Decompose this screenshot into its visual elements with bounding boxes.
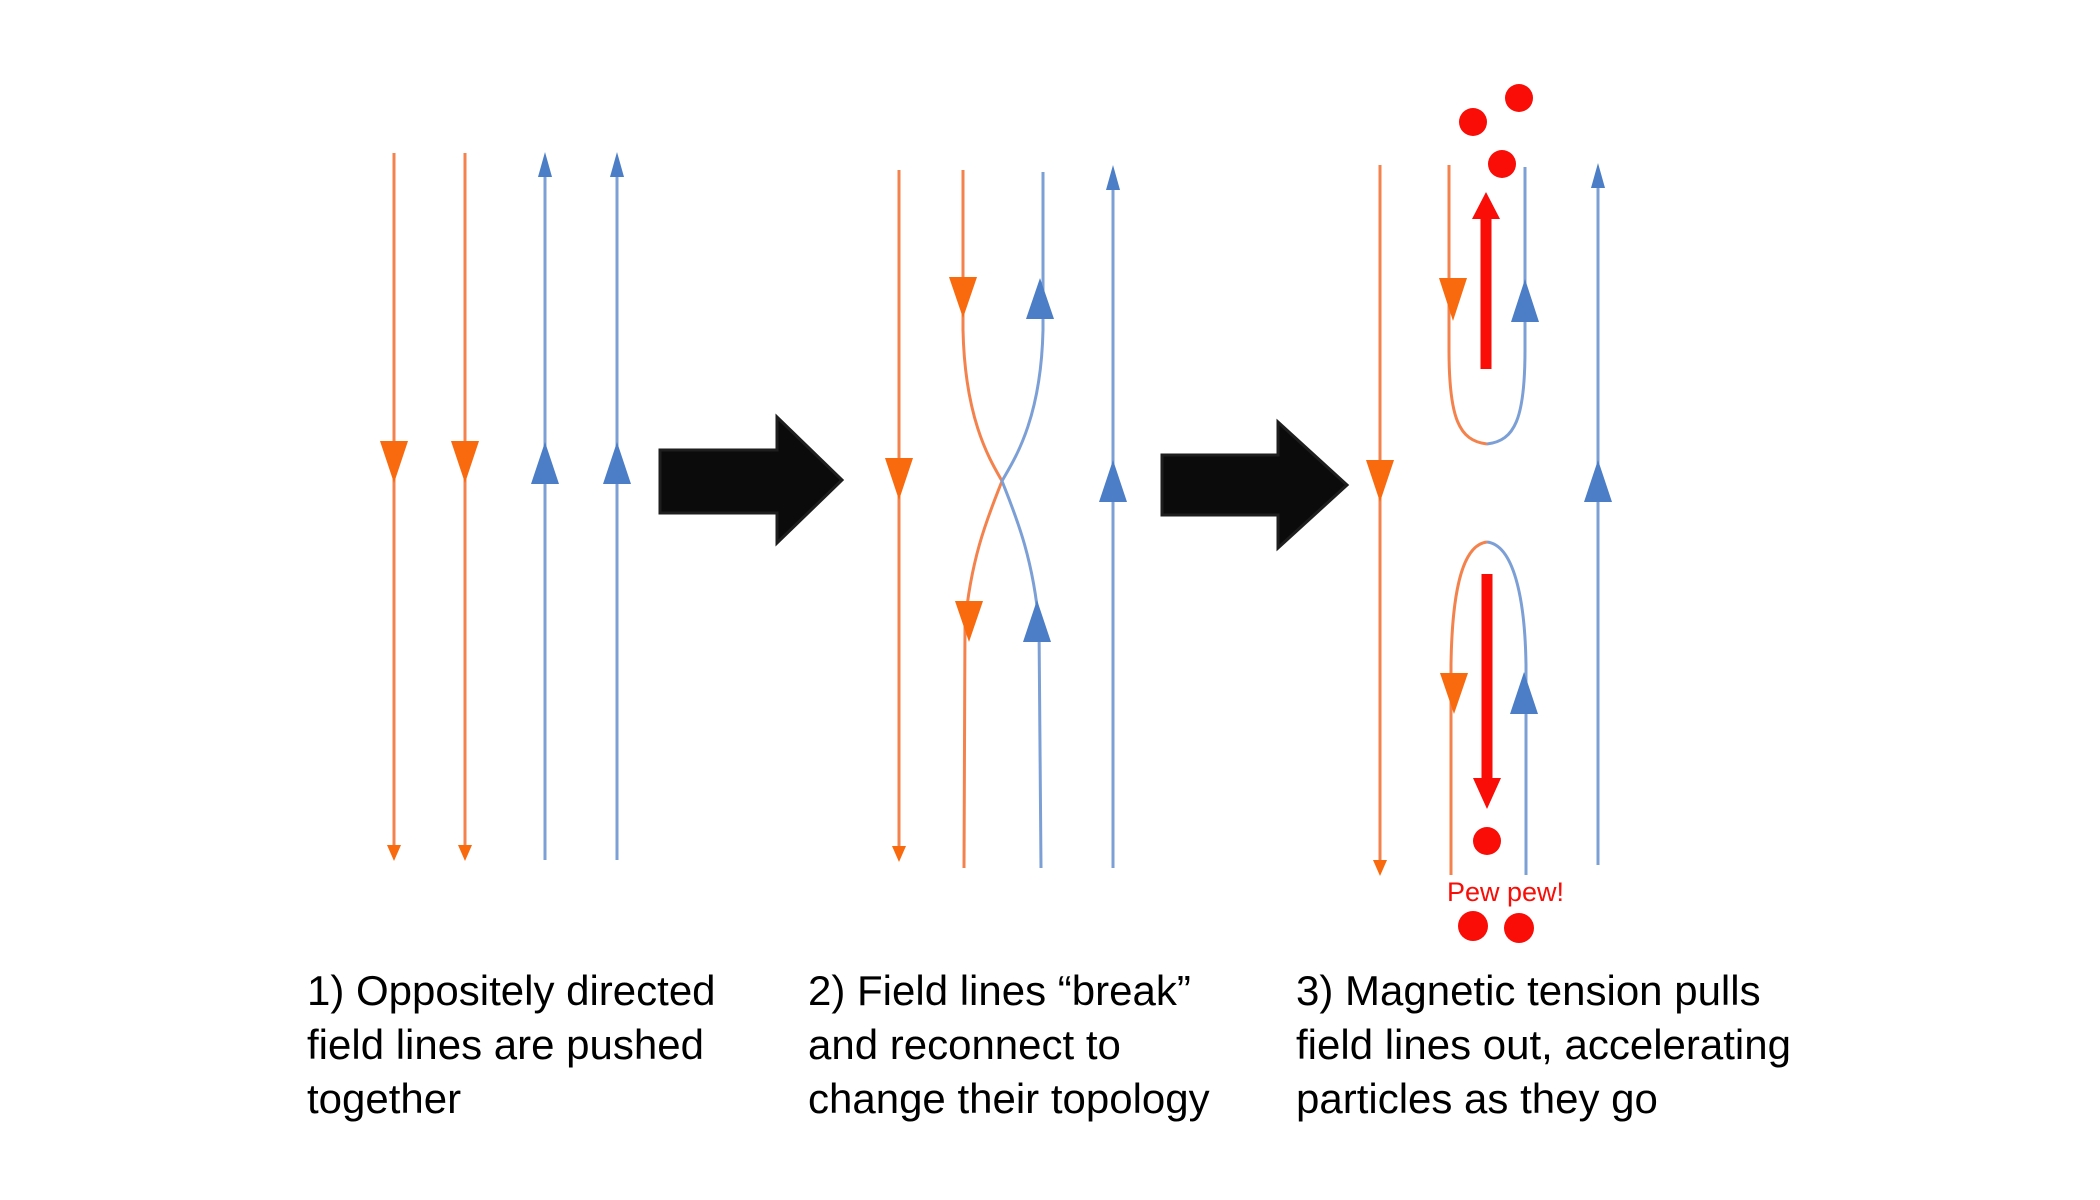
step-arrow-2-icon	[1160, 418, 1350, 552]
field-line-curve	[961, 170, 1004, 869]
caption-line: 1) Oppositely directed	[307, 967, 716, 1014]
caption-line: and reconnect to	[808, 1021, 1121, 1068]
arrowhead-down-small-icon	[458, 845, 472, 861]
arrowhead-down-icon	[885, 458, 913, 500]
field-line-blue-up-1	[531, 152, 559, 860]
particle-dot	[1459, 108, 1487, 136]
caption-line: particles as they go	[1296, 1075, 1658, 1122]
caption-line: 3) Magnetic tension pulls	[1296, 967, 1761, 1014]
field-line-curve	[1000, 172, 1045, 869]
arrowhead-up-icon	[1026, 278, 1054, 319]
arrowhead-up-small-icon	[1106, 165, 1120, 190]
field-line-orange-curved-xpoint	[949, 170, 1004, 869]
reconnected-upper-cusp	[1439, 165, 1539, 446]
arrowhead-up-small-icon	[538, 152, 552, 177]
particle-dot	[1473, 827, 1501, 855]
pew-pew-label: Pew pew!	[1447, 877, 1565, 907]
caption-step-3: 3) Magnetic tension pulls field lines ou…	[1296, 964, 1796, 1126]
caption-step-2: 2) Field lines “break” and reconnect to …	[808, 964, 1308, 1126]
outflow-arrow-up	[1472, 192, 1500, 369]
field-line-blue-up-outer	[1099, 165, 1127, 868]
arrowhead-down-icon	[380, 441, 408, 483]
panel-3-outflow	[1366, 84, 1612, 943]
field-line-blue-up-outer	[1584, 163, 1612, 865]
field-line-orange-down-outer	[885, 170, 913, 862]
caption-line: together	[307, 1075, 462, 1122]
caption-step-1: 1) Oppositely directed field lines are p…	[307, 964, 807, 1126]
accelerated-particles-bottom	[1458, 827, 1534, 943]
particle-dot	[1458, 911, 1488, 941]
arrowhead-up-icon	[531, 442, 559, 484]
field-line-orange-down-1	[380, 153, 408, 861]
arrowhead-down-small-icon	[1373, 860, 1387, 876]
arrowhead-down-icon	[451, 441, 479, 483]
arrowhead-up-icon	[1510, 672, 1538, 714]
arrowhead-up-icon	[1584, 460, 1612, 502]
arrowhead-down-small-icon	[387, 845, 401, 861]
accelerated-particles-top	[1459, 84, 1533, 178]
arrowhead-down-icon	[949, 277, 977, 318]
particle-dot	[1504, 913, 1534, 943]
arrowhead-up-icon	[603, 442, 631, 484]
arrowhead-up-small-icon	[610, 152, 624, 177]
arrowhead-down-small-icon	[892, 846, 906, 862]
arch-orange-arm	[1449, 540, 1488, 875]
caption-line: change their topology	[808, 1075, 1210, 1122]
caption-line: field lines are pushed	[307, 1021, 704, 1068]
arrowhead-up-icon	[1099, 460, 1127, 502]
field-line-orange-down-outer	[1366, 165, 1394, 876]
field-line-blue-up-2	[603, 152, 631, 860]
red-arrowhead-up-icon	[1472, 192, 1500, 219]
field-line-orange-down-2	[451, 153, 479, 861]
arrowhead-up-icon	[1023, 600, 1051, 642]
particle-dot	[1505, 84, 1533, 112]
step-arrow-1-icon	[658, 413, 845, 547]
cusp-blue-arm	[1486, 167, 1527, 446]
outflow-arrow-down	[1473, 574, 1501, 809]
arrowhead-down-icon	[1366, 460, 1394, 502]
caption-line: field lines out, accelerating	[1296, 1021, 1791, 1068]
reconnected-lower-arch	[1440, 540, 1538, 875]
cusp-orange-arm	[1447, 165, 1488, 446]
arrowhead-down-icon	[955, 601, 983, 642]
arrowhead-down-icon	[1440, 673, 1468, 714]
arrowhead-up-small-icon	[1591, 163, 1605, 188]
field-line-blue-curved-xpoint	[1000, 172, 1054, 869]
particle-dot	[1488, 150, 1516, 178]
panel-2-reconnection	[885, 165, 1127, 869]
red-arrowhead-down-icon	[1473, 778, 1501, 809]
arrowhead-down-icon	[1439, 278, 1467, 321]
arrowhead-up-icon	[1511, 279, 1539, 322]
panel-1-field-lines	[380, 152, 631, 861]
caption-line: 2) Field lines “break”	[808, 967, 1191, 1014]
arch-blue-arm	[1486, 540, 1528, 875]
